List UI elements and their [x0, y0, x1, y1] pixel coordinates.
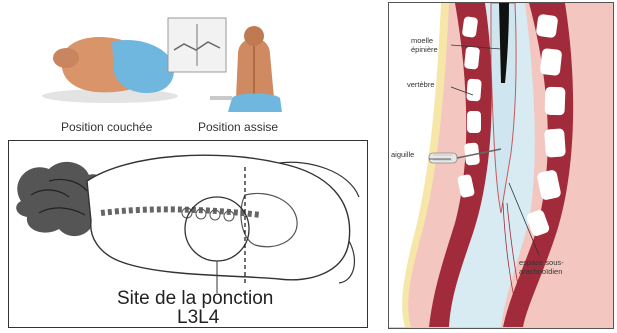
spinal-cord-label-line: moelle: [411, 36, 433, 45]
puncture-level-label: L3L4: [177, 307, 219, 329]
vertebra-label: vertèbre: [407, 80, 435, 89]
subarachnoid-label-line: arachnoïdien: [519, 267, 562, 276]
lying-patient-head: [53, 48, 79, 68]
needle-label-line: aiguille: [391, 150, 414, 159]
lying-position-caption: Position couchée: [61, 120, 152, 134]
subarachnoid-label: espace sous-arachnoïdien: [519, 258, 564, 276]
positions-illustration: [0, 0, 380, 140]
needle-label: aiguille: [391, 150, 414, 159]
puncture-panel: Site de la ponction L3L4: [8, 140, 368, 328]
spinal-cord-label-line: épinière: [411, 45, 438, 54]
vertebra-label-line: vertèbre: [407, 80, 435, 89]
sitting-patient-gown: [228, 94, 282, 113]
subarachnoid-label-line: espace sous-: [519, 258, 564, 267]
sitting-position-caption: Position assise: [198, 120, 278, 134]
sitting-patient-head: [244, 26, 264, 46]
positions-panel: Position couchée Position assise: [0, 0, 380, 140]
